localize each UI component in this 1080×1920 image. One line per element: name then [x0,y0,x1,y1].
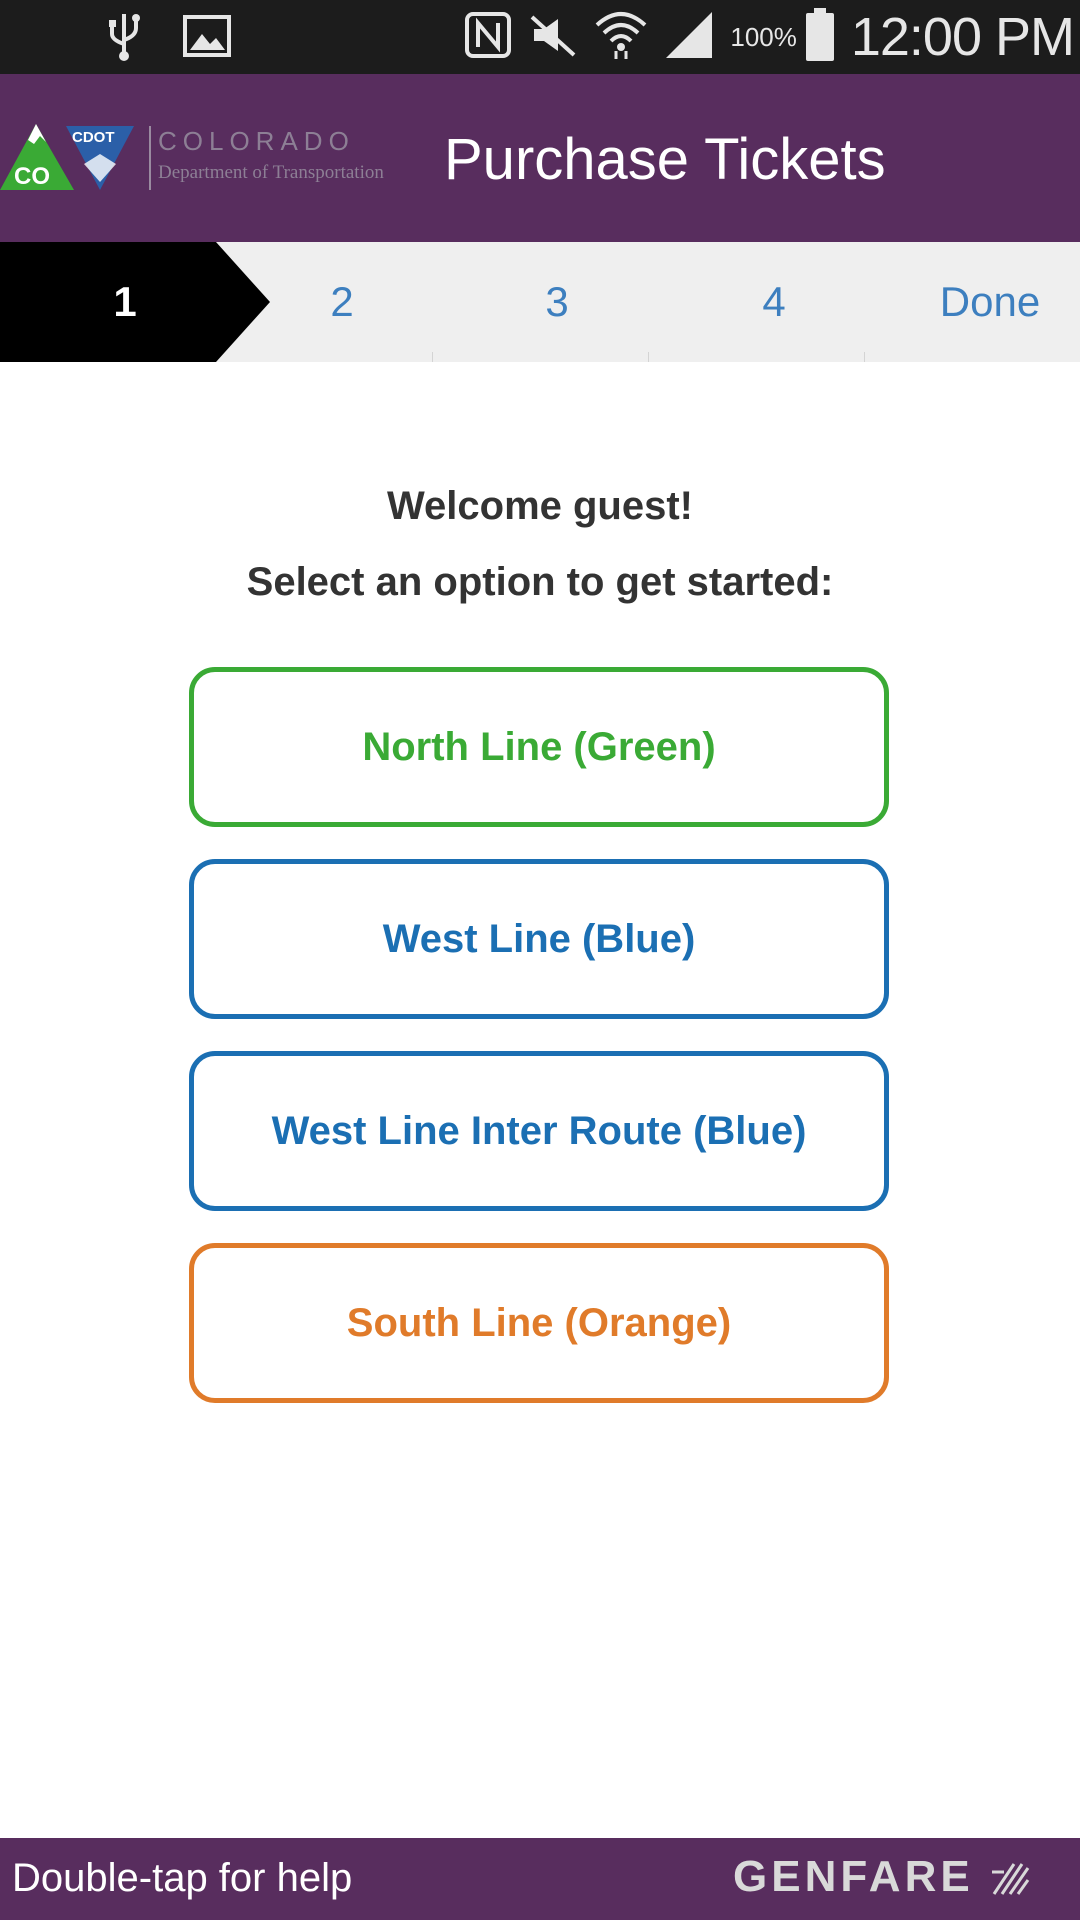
status-bar: 100% 12:00 PM [0,0,1080,74]
welcome-heading: Welcome guest! [387,484,693,528]
cdot-logo: CO CDOT COLORADO Department of Transport… [0,120,435,202]
svg-text:Department of Transportation: Department of Transportation [158,162,384,183]
help-hint[interactable]: Double-tap for help [12,1856,353,1900]
progress-stepper: 1 2 3 4 Done [0,242,1080,362]
step-2: 2 [330,278,354,325]
step-4: 4 [762,278,786,325]
step-divider [648,352,649,362]
mute-icon [528,11,578,64]
nfc-icon [464,11,512,64]
instruction-text: Select an option to get started: [246,560,834,604]
step-divider [432,352,433,362]
west-line-inter-route-button[interactable]: West Line Inter Route (Blue) [189,1051,889,1211]
genfare-mark-icon [992,1863,1030,1895]
svg-text:CO: CO [14,163,50,190]
step-done: Done [939,278,1041,325]
step-1: 1 [113,278,137,325]
usb-icon [104,10,144,67]
svg-text:COLORADO: COLORADO [158,126,355,156]
west-line-button[interactable]: West Line (Blue) [189,859,889,1019]
step-3: 3 [545,278,569,325]
north-line-button[interactable]: North Line (Green) [189,667,889,827]
svg-text:CDOT: CDOT [72,129,115,146]
clock: 12:00 PM [850,7,1075,67]
south-line-button[interactable]: South Line (Orange) [189,1243,889,1403]
active-step-arrow [0,242,270,362]
footer-bar: Double-tap for help GENFARE [0,1838,1080,1920]
image-icon [182,14,232,63]
signal-icon [664,10,714,65]
step-divider [864,352,865,362]
battery-percent: 100% [730,21,797,52]
battery-icon [805,7,835,67]
wifi-icon [594,9,648,66]
genfare-logo: GENFARE [733,1852,974,1901]
app-header: CO CDOT COLORADO Department of Transport… [0,74,1080,242]
page-title: Purchase Tickets [444,127,886,192]
